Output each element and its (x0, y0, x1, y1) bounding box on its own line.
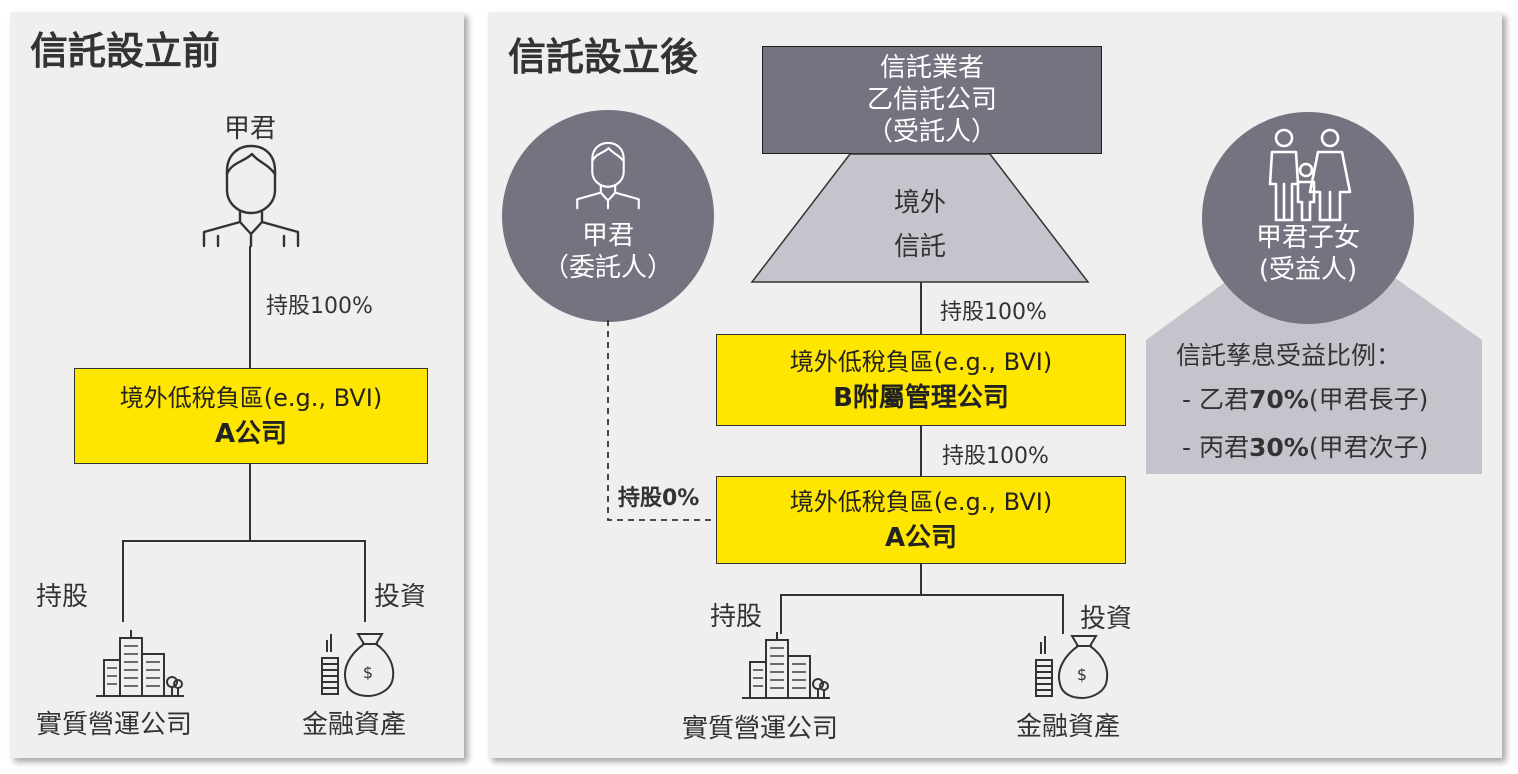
trust-line2: 信託 (894, 232, 947, 262)
ratio-item-relation: (甲君長子) (1308, 385, 1429, 414)
after-holding-label: 持股 (710, 602, 763, 632)
family-icon (1268, 128, 1352, 222)
after-financial-assets: 金融資產 (1016, 712, 1121, 742)
settlor-circle: 甲君 （委託人） (502, 110, 714, 322)
company-b-box: 境外低稅負區(e.g., BVI) B附屬管理公司 (716, 334, 1126, 426)
before-financial-assets: 金融資產 (302, 710, 407, 740)
settlor-role: （委託人） (542, 253, 673, 283)
company-a-name: A公司 (214, 419, 288, 449)
settlor-dashed-connector (607, 320, 716, 521)
before-holding-label: 持股 (36, 582, 89, 612)
ratio-item-percent: 30% (1248, 433, 1309, 462)
after-trunk-line (920, 564, 922, 596)
before-left-drop (122, 540, 124, 622)
ratio-item-name: - 乙君 (1182, 385, 1249, 414)
before-operating-company: 實質營運公司 (36, 710, 193, 740)
ratio-item: - 丙君30%(甲君次子) (1182, 428, 1428, 464)
share-b-label: 持股100% (940, 300, 1047, 325)
company-a-name: A公司 (884, 523, 958, 553)
svg-text:$: $ (363, 663, 373, 682)
before-company-a-box: 境外低稅負區(e.g., BVI) A公司 (74, 368, 428, 464)
after-invest-label: 投資 (1080, 604, 1133, 634)
trustee-box: 信託業者 乙信託公司 （受託人） (762, 46, 1102, 154)
company-b-name: B附屬管理公司 (833, 383, 1009, 413)
beneficiary-name: 甲君子女 (1255, 223, 1360, 253)
before-trust-title: 信託設立前 (30, 29, 221, 73)
before-right-drop (364, 540, 366, 622)
beneficiary-circle: 甲君子女 (受益人) (1202, 112, 1414, 324)
before-branch-line (122, 540, 366, 542)
after-left-drop (780, 594, 782, 634)
ratio-item: - 乙君70%(甲君長子) (1182, 380, 1428, 416)
before-trunk-line (249, 464, 251, 542)
money-bag-icon: $ (321, 633, 395, 698)
company-a-region: 境外低稅負區(e.g., BVI) (119, 384, 383, 412)
after-branch-line (780, 594, 1064, 596)
after-trust-title: 信託設立後 (508, 35, 699, 79)
ratio-item-name: - 丙君 (1182, 433, 1249, 462)
after-right-drop (1062, 594, 1064, 634)
buildings-icon (742, 632, 830, 699)
trust-triangle (750, 153, 1090, 283)
ratio-callout (1146, 270, 1482, 474)
beneficiary-role: (受益人) (1258, 255, 1358, 285)
money-bag-icon: $ (1035, 635, 1109, 700)
before-invest-label: 投資 (374, 582, 427, 612)
company-a-region: 境外低稅負區(e.g., BVI) (789, 488, 1053, 516)
ratio-title: 信託孳息受益比例： (1176, 341, 1402, 370)
person-icon (202, 144, 300, 248)
share-zero-label: 持股0% (618, 486, 700, 511)
person-label: 甲君 (224, 114, 277, 144)
trustee-line1: 信託業者 (879, 53, 984, 83)
person-icon (576, 141, 640, 210)
trust-to-b-line (920, 282, 922, 334)
company-a-box: 境外低稅負區(e.g., BVI) A公司 (716, 476, 1126, 564)
after-operating-company: 實質營運公司 (682, 714, 839, 744)
trust-line1: 境外 (894, 188, 947, 218)
share-a-label: 持股100% (942, 444, 1049, 469)
b-to-a-line (920, 426, 922, 476)
ratio-item-relation: (甲君次子) (1308, 433, 1429, 462)
settlor-name: 甲君 (581, 221, 634, 251)
before-share-line (249, 246, 251, 368)
buildings-icon (96, 630, 184, 697)
before-share-label: 持股100% (266, 294, 373, 319)
trustee-line3: （受託人） (866, 117, 997, 147)
trustee-line2: 乙信託公司 (866, 85, 997, 115)
ratio-item-percent: 70% (1248, 385, 1309, 414)
company-b-region: 境外低稅負區(e.g., BVI) (789, 348, 1053, 376)
svg-text:$: $ (1077, 665, 1087, 684)
